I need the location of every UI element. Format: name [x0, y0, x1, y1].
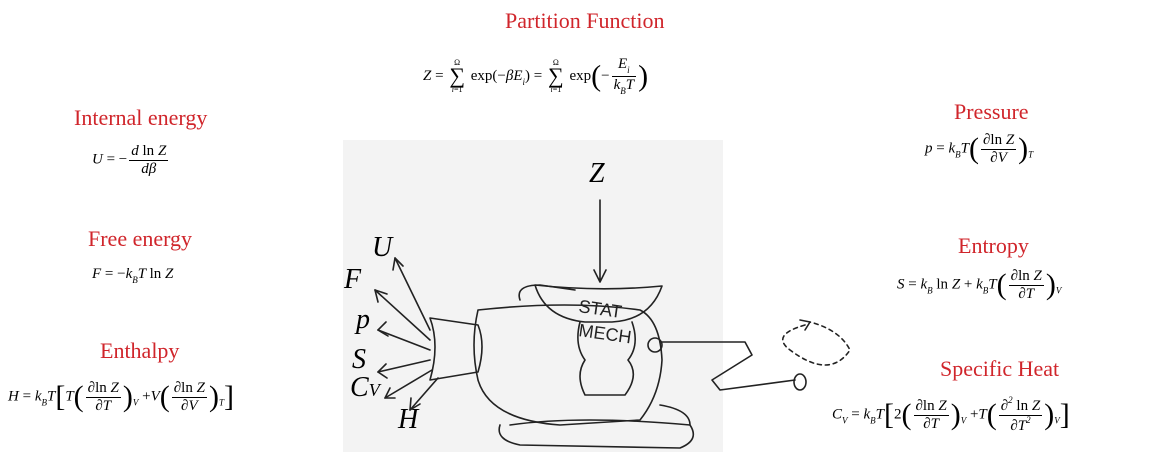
sketch-output-f: F	[344, 264, 361, 296]
sketch-output-c: CV	[350, 372, 380, 404]
machine-label-stat: STAT	[577, 296, 623, 322]
sketch-input-label: Z	[589, 158, 605, 190]
machine-body	[474, 305, 662, 425]
sketch-output-c-subscript: V	[369, 380, 380, 400]
crank-shaft	[660, 342, 795, 390]
output-arrows	[375, 258, 438, 410]
sketch-output-p: p	[356, 304, 370, 336]
sketch-output-h: H	[398, 404, 418, 436]
machine-base	[499, 405, 693, 448]
sketch-output-u: U	[372, 232, 392, 264]
input-arrow	[594, 200, 606, 282]
crank-motion-path	[783, 322, 850, 365]
machine-label-mech: MECH	[577, 320, 632, 347]
